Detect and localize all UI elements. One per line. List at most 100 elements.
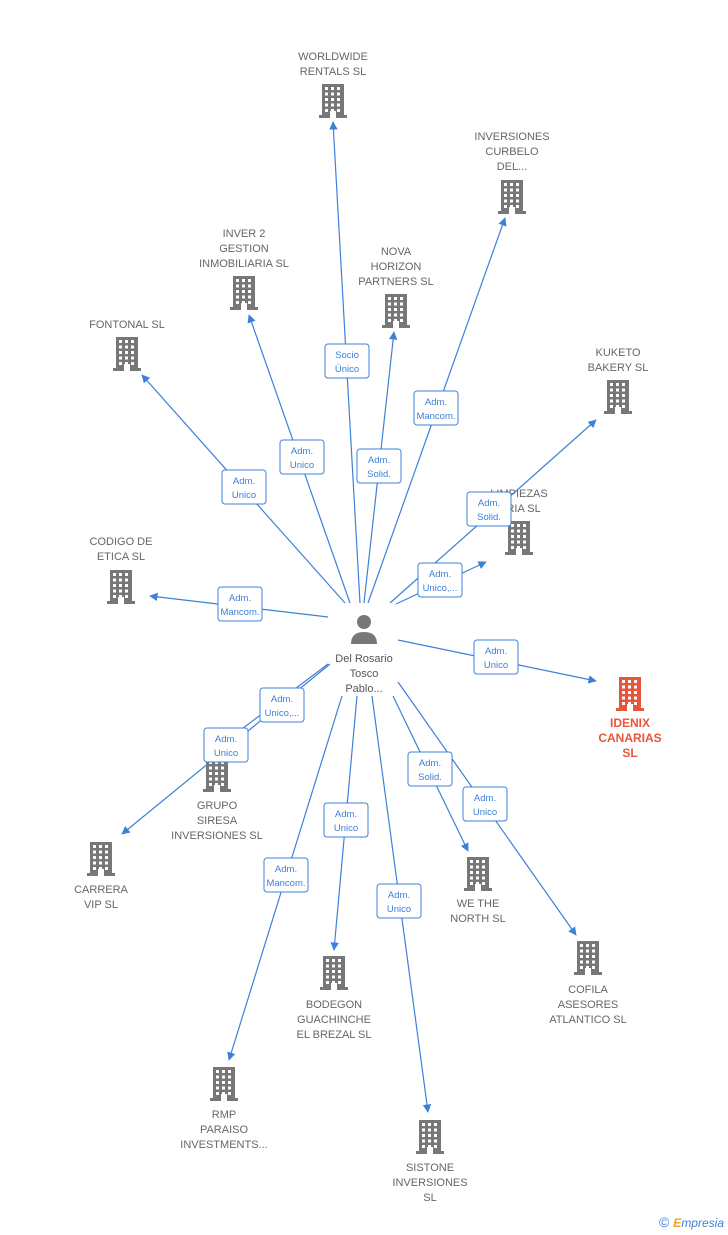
company-label-line: NOVA: [381, 246, 412, 258]
relation-text: Adm.: [478, 498, 500, 509]
person-label-line: Del Rosario: [335, 653, 392, 665]
company-label-line: BAKERY SL: [588, 362, 649, 374]
person-label-line: Tosco: [350, 668, 379, 680]
company-label-line: PARTNERS SL: [358, 276, 433, 288]
relation-label-limpiezas: Adm. Unico,...: [417, 562, 463, 598]
empresia-brand[interactable]: ©Empresia: [659, 1214, 724, 1230]
relation-label-codigo: Adm. Mancom.: [217, 586, 263, 622]
company-label-line: DEL...: [497, 161, 528, 173]
company-label-line: KUKETO: [595, 347, 640, 359]
building-icon: [574, 941, 602, 975]
company-node-nova[interactable]: NOVA HORIZON PARTNERS SL: [358, 246, 434, 328]
company-label-line: CARRERA: [74, 884, 128, 896]
relation-label-wethe: Adm.Solid.: [407, 751, 453, 787]
relation-label-curbelo: Adm.Mancom.: [413, 390, 459, 426]
company-label-line: IDENIX: [610, 716, 650, 730]
relation-text: Unico: [484, 660, 508, 671]
person-node[interactable]: Del RosarioToscoPablo...: [335, 615, 393, 695]
company-label-line: CANARIAS: [598, 731, 661, 745]
person-label-line: Pablo...: [345, 683, 382, 695]
company-label-line: SIRESA: [197, 815, 238, 827]
company-node-codigo[interactable]: CODIGO DE ETICA SL: [90, 536, 153, 604]
relation-text: Solid.: [367, 469, 391, 480]
relation-text: Adm.: [291, 446, 313, 457]
relation-label-bodegon: Adm. Unico: [323, 802, 369, 838]
company-label-line: INVERSIONES: [474, 131, 549, 143]
relation-text: Adm.: [271, 694, 293, 705]
company-label-line: CURBELO: [485, 146, 539, 158]
company-node-inver2[interactable]: INVER 2 GESTION INMOBILIARIA SL: [199, 228, 289, 310]
relation-label-nova: Adm. Solid.: [356, 448, 402, 484]
building-icon: [210, 1067, 238, 1101]
company-label-line: ASESORES: [558, 999, 619, 1011]
company-node-wethe[interactable]: WE THE NORTH SL: [450, 857, 506, 925]
relation-label-inver2: Adm.Unico: [279, 439, 325, 475]
building-icon: [505, 521, 533, 555]
brand-initial: E: [673, 1216, 682, 1230]
company-label-line: WORLDWIDE: [298, 51, 368, 63]
relation-label-fontonal: Adm. Unico: [221, 469, 267, 505]
building-icon: [203, 758, 231, 792]
relation-text: Unico,...: [265, 708, 300, 719]
company-label-line: NORTH SL: [450, 913, 505, 925]
company-label-line: WE THE: [457, 898, 500, 910]
relation-text: Unico: [214, 748, 238, 759]
brand-name: mpresia: [681, 1216, 724, 1230]
relation-text: Adm.: [233, 476, 255, 487]
company-node-worldwide[interactable]: WORLDWIDE RENTALS SL: [298, 51, 368, 118]
company-node-kuketo[interactable]: KUKETO BAKERY SL: [588, 347, 649, 414]
relation-label-cofila: Adm. Unico: [462, 786, 508, 822]
relation-text: Adm.: [485, 646, 507, 657]
relation-label-idenix: Adm. Unico: [473, 639, 519, 675]
relation-text: Adm.: [368, 455, 390, 466]
company-label-line: COFILA: [568, 984, 608, 996]
relation-text: Unico: [334, 823, 358, 834]
relation-text: Unico,...: [423, 583, 458, 594]
company-label-line: PARAISO: [200, 1124, 249, 1136]
relation-text: Adm.: [335, 809, 357, 820]
building-icon: [382, 294, 410, 328]
company-label-line: RENTALS SL: [300, 66, 366, 78]
relation-text: Adm.: [229, 593, 251, 604]
company-label-line: ETICA SL: [97, 551, 145, 563]
company-label-line: CODIGO DE: [90, 536, 153, 548]
relation-text: Adm.: [275, 864, 297, 875]
company-node-fontonal[interactable]: FONTONAL SL: [89, 319, 165, 371]
relation-text: Socio: [335, 350, 359, 361]
relation-text: Mancom.: [220, 607, 259, 618]
building-icon: [113, 337, 141, 371]
relation-text: Adm.: [474, 793, 496, 804]
relation-label-sistone: Adm.Unico: [376, 883, 422, 919]
relation-text: Unico: [232, 490, 256, 501]
building-icon: [87, 842, 115, 876]
relation-text: Adm.: [429, 569, 451, 580]
company-label-line: GRUPO: [197, 800, 238, 812]
company-label-line: INVER 2: [223, 228, 266, 240]
building-icon: [107, 570, 135, 604]
building-icon: [464, 857, 492, 891]
company-node-curbelo[interactable]: INVERSIONES CURBELO DEL...: [474, 131, 550, 214]
company-node-rmp[interactable]: RMPPARAISOINVESTMENTS...: [180, 1067, 268, 1151]
building-icon: [230, 276, 258, 310]
building-icon: [320, 956, 348, 990]
company-label-line: EL BREZAL SL: [297, 1029, 372, 1041]
person-icon: [351, 615, 377, 644]
relation-text: Solid.: [477, 512, 501, 523]
company-label-line: BODEGON: [306, 999, 362, 1011]
company-label-line: INMOBILIARIA SL: [199, 258, 289, 270]
relation-label-carrera: Adm.Unico: [203, 727, 249, 763]
relation-text: Unico: [473, 807, 497, 818]
company-label-line: HORIZON: [371, 261, 422, 273]
relation-text: Solid.: [418, 772, 442, 783]
company-label-line: INVESTMENTS...: [180, 1139, 267, 1151]
building-icon: [319, 84, 347, 118]
company-label-line: GESTION: [219, 243, 269, 255]
company-label-line: SL: [622, 746, 637, 760]
